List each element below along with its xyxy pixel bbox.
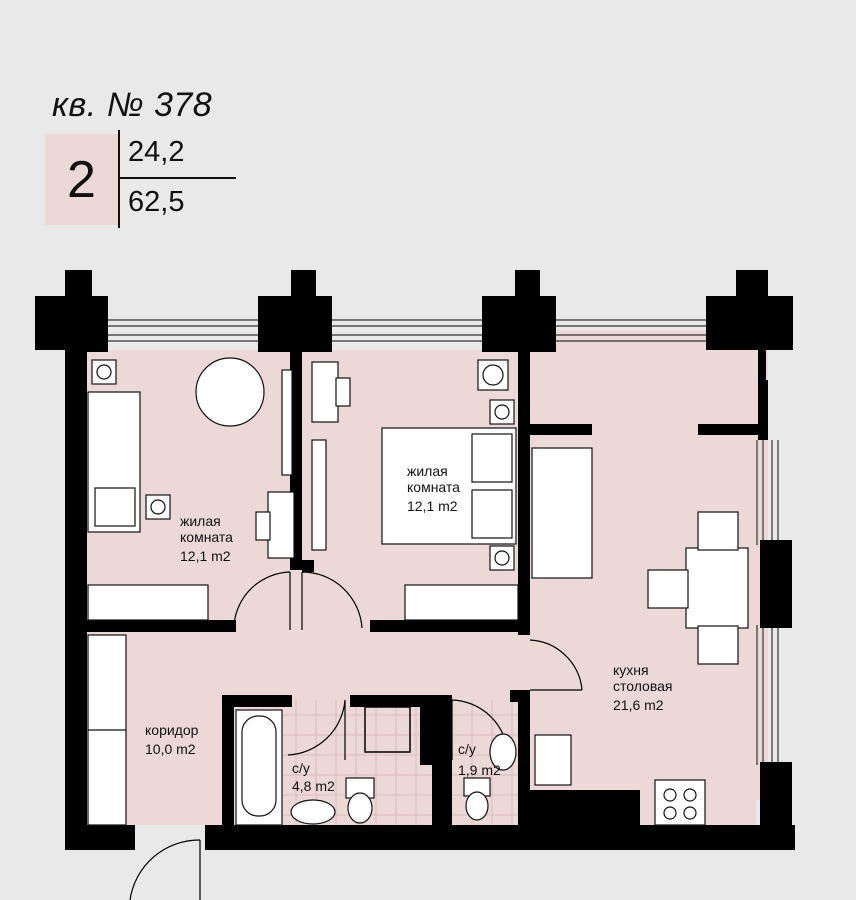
shaft bbox=[364, 706, 411, 753]
bathroom-2-name: с/у bbox=[458, 741, 476, 757]
kitchen-area: 21,6 m2 bbox=[613, 697, 664, 713]
kitchen-name-line1: кухня bbox=[613, 662, 649, 678]
corridor-area: 10,0 m2 bbox=[145, 741, 196, 757]
kitchen-name-line2: столовая bbox=[613, 678, 673, 694]
room-labels: жилая комната 12,1 m2 жилая комната 12,1… bbox=[145, 463, 673, 794]
room-2-area: 12,1 m2 bbox=[407, 498, 458, 514]
apartment-title: кв. № 378 bbox=[52, 86, 213, 124]
total-area-value: 62,5 bbox=[128, 186, 185, 218]
room-2-name-line1: жилая bbox=[407, 463, 448, 479]
living-area-value: 24,2 bbox=[128, 136, 185, 168]
area-divider-horizontal bbox=[118, 177, 236, 179]
bathroom-2-area: 1,9 m2 bbox=[458, 762, 501, 778]
bathroom-1-area: 4,8 m2 bbox=[292, 778, 335, 794]
bedroom-2-furniture bbox=[311, 359, 519, 621]
door-swings bbox=[233, 571, 583, 760]
room-1-area: 12,1 m2 bbox=[180, 548, 231, 564]
rooms-count-badge bbox=[45, 134, 118, 225]
entry-door bbox=[129, 839, 201, 900]
kitchen-furniture bbox=[531, 447, 749, 826]
windows bbox=[108, 319, 779, 765]
bathroom-1-name: с/у bbox=[292, 760, 310, 776]
room-1-name-line1: жилая bbox=[180, 513, 221, 529]
corridor-name: коридор bbox=[145, 722, 199, 738]
room-2-name-line2: комната bbox=[407, 479, 460, 495]
rooms-count: 2 bbox=[67, 151, 96, 209]
bathroom-fixtures bbox=[235, 709, 517, 826]
area-divider-vertical bbox=[118, 130, 120, 228]
walls bbox=[35, 270, 795, 850]
bedroom-1-furniture bbox=[87, 357, 295, 621]
room-1-name-line2: комната bbox=[180, 529, 233, 545]
corridor-wardrobe bbox=[87, 634, 127, 826]
